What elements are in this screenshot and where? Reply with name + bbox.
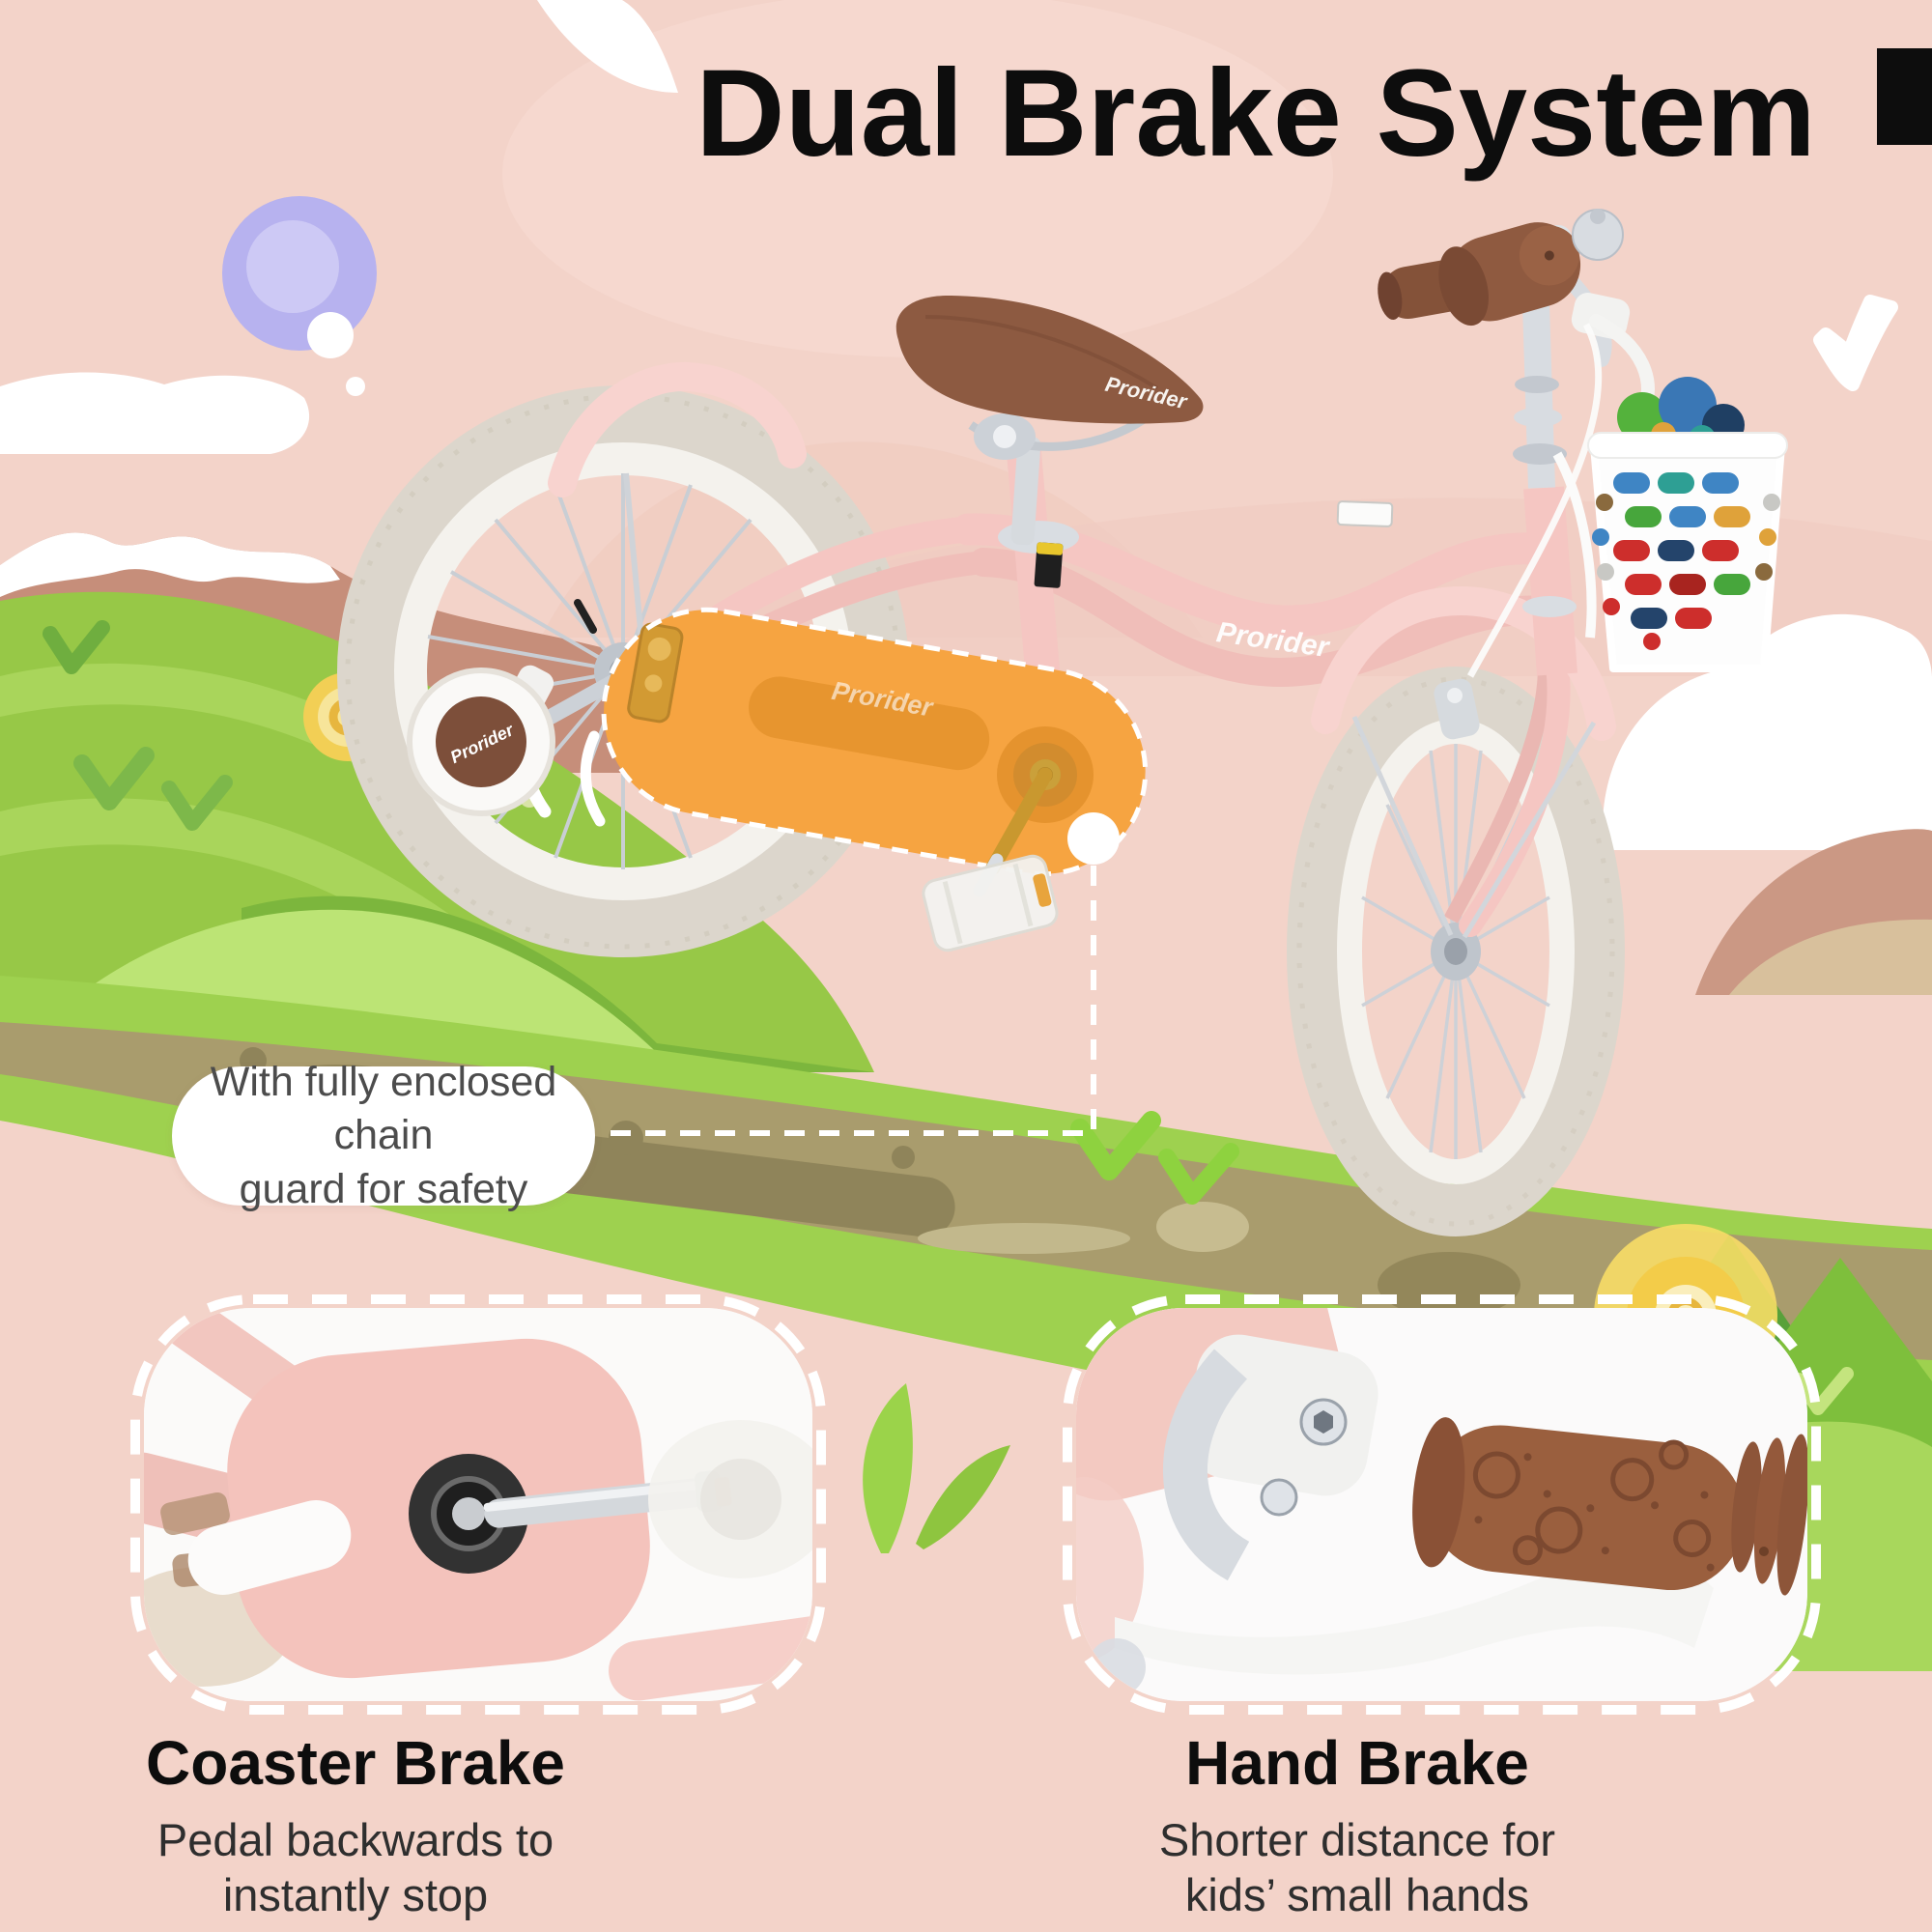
handlebar-assembly [1378, 209, 1655, 678]
coaster-brake-caption: Coaster Brake Pedal backwards to instant… [85, 1727, 626, 1923]
coaster-desc-line2: instantly stop [222, 1869, 489, 1921]
training-wheel: Prorider [407, 665, 628, 816]
hand-brake-heading: Hand Brake [1185, 1728, 1529, 1798]
saddle: Prorider [895, 295, 1204, 546]
basket-strap [1552, 451, 1597, 639]
hand-brake-photo-art [1076, 1308, 1807, 1701]
frame-sticker [1336, 500, 1394, 527]
chain-guard-dashed-outline [601, 607, 1149, 877]
coaster-brake-card [130, 1294, 826, 1715]
coaster-brake-photo-art [144, 1308, 812, 1701]
callout-anchor-dot [1067, 812, 1120, 865]
coaster-brake-photo [144, 1308, 812, 1701]
coaster-desc-line1: Pedal backwards to [156, 1814, 554, 1865]
basket-holes [1592, 472, 1780, 650]
hand-brake-card [1063, 1294, 1821, 1715]
sun-icon [222, 196, 377, 396]
chain-guard-callout: With fully enclosed chain guard for safe… [172, 1059, 595, 1212]
callout-line1: With fully enclosed chain [210, 1059, 557, 1159]
leaf-sprout-icon [863, 1383, 1010, 1553]
bird-icon [1813, 295, 1898, 391]
title-accent-block [1877, 48, 1932, 145]
clouds [0, 0, 1932, 850]
callout-connector [599, 812, 1120, 1136]
pedal-assembly [922, 767, 1059, 952]
hand-brake-caption: Hand Brake Shorter distance for kids’ sm… [1087, 1727, 1628, 1923]
motion-arc [580, 730, 606, 827]
caliper-brake [1434, 678, 1480, 740]
rear-fender [548, 361, 807, 662]
hand-brake-photo [1076, 1308, 1807, 1701]
page-title: Dual Brake System [696, 43, 1816, 183]
valve-stem [574, 599, 597, 634]
coaster-brake-heading: Coaster Brake [146, 1728, 565, 1798]
callout-line2: guard for safety [239, 1165, 528, 1212]
bike-illustration: Prorider Prorider [337, 209, 1788, 1236]
front-fork [1311, 585, 1616, 939]
front-fender [1311, 585, 1616, 741]
front-wheel [1287, 667, 1625, 1236]
hand-desc-line2: kids’ small hands [1184, 1869, 1530, 1921]
near-grip [1438, 222, 1581, 327]
hand-desc-line1: Shorter distance for [1158, 1814, 1556, 1865]
chain-guard: Prorider [601, 607, 1149, 877]
basket [1552, 377, 1788, 672]
